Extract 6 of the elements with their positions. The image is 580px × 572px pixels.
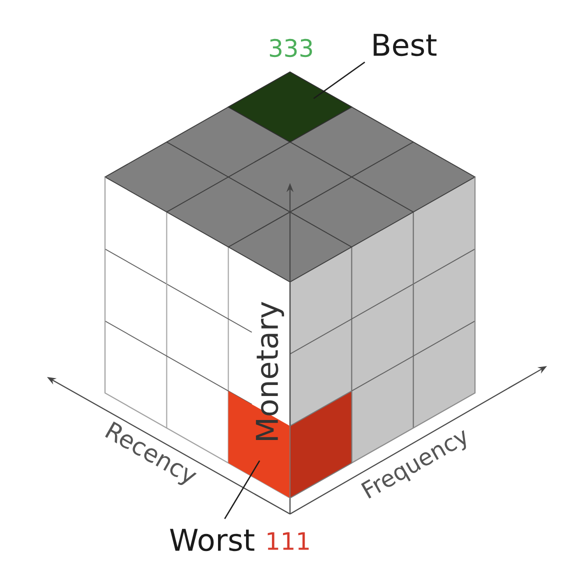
leader-line — [313, 62, 366, 100]
callout-label: Worst — [170, 528, 254, 552]
score-label: 111 — [268, 532, 309, 550]
axis-label: Monetary — [256, 302, 284, 440]
leader-line — [224, 460, 260, 520]
callout-label: Best — [374, 34, 436, 56]
